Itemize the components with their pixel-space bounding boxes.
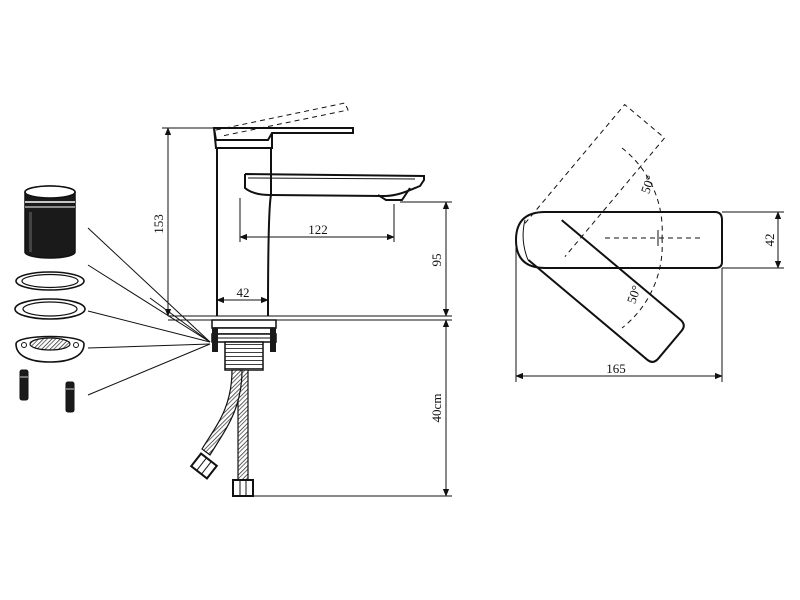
metal-washer-icon xyxy=(14,298,86,320)
dim-angle-upper: 50° xyxy=(638,173,658,195)
dim-total-length: 165 xyxy=(606,361,626,376)
dim-spout-reach: 122 xyxy=(308,222,328,237)
dim-hose-length: 40cm xyxy=(429,394,444,423)
aerator-icon xyxy=(24,185,76,259)
dim-spout-height: 95 xyxy=(429,254,444,267)
dim-total-height: 153 xyxy=(151,214,166,234)
water-hoses xyxy=(189,319,452,497)
dim-handle-height: 42 xyxy=(762,234,777,247)
mounting-stud-icon xyxy=(19,369,75,413)
dim-angle-lower: 50° xyxy=(624,283,644,305)
part-leader-lines xyxy=(87,227,211,396)
faucet-top-view xyxy=(514,103,784,382)
mounting-assembly xyxy=(211,319,277,371)
dim-base-width: 42 xyxy=(237,285,250,300)
rubber-washer-icon xyxy=(15,271,85,291)
mounting-plate-icon xyxy=(15,335,85,363)
faucet-side-view xyxy=(162,102,452,321)
